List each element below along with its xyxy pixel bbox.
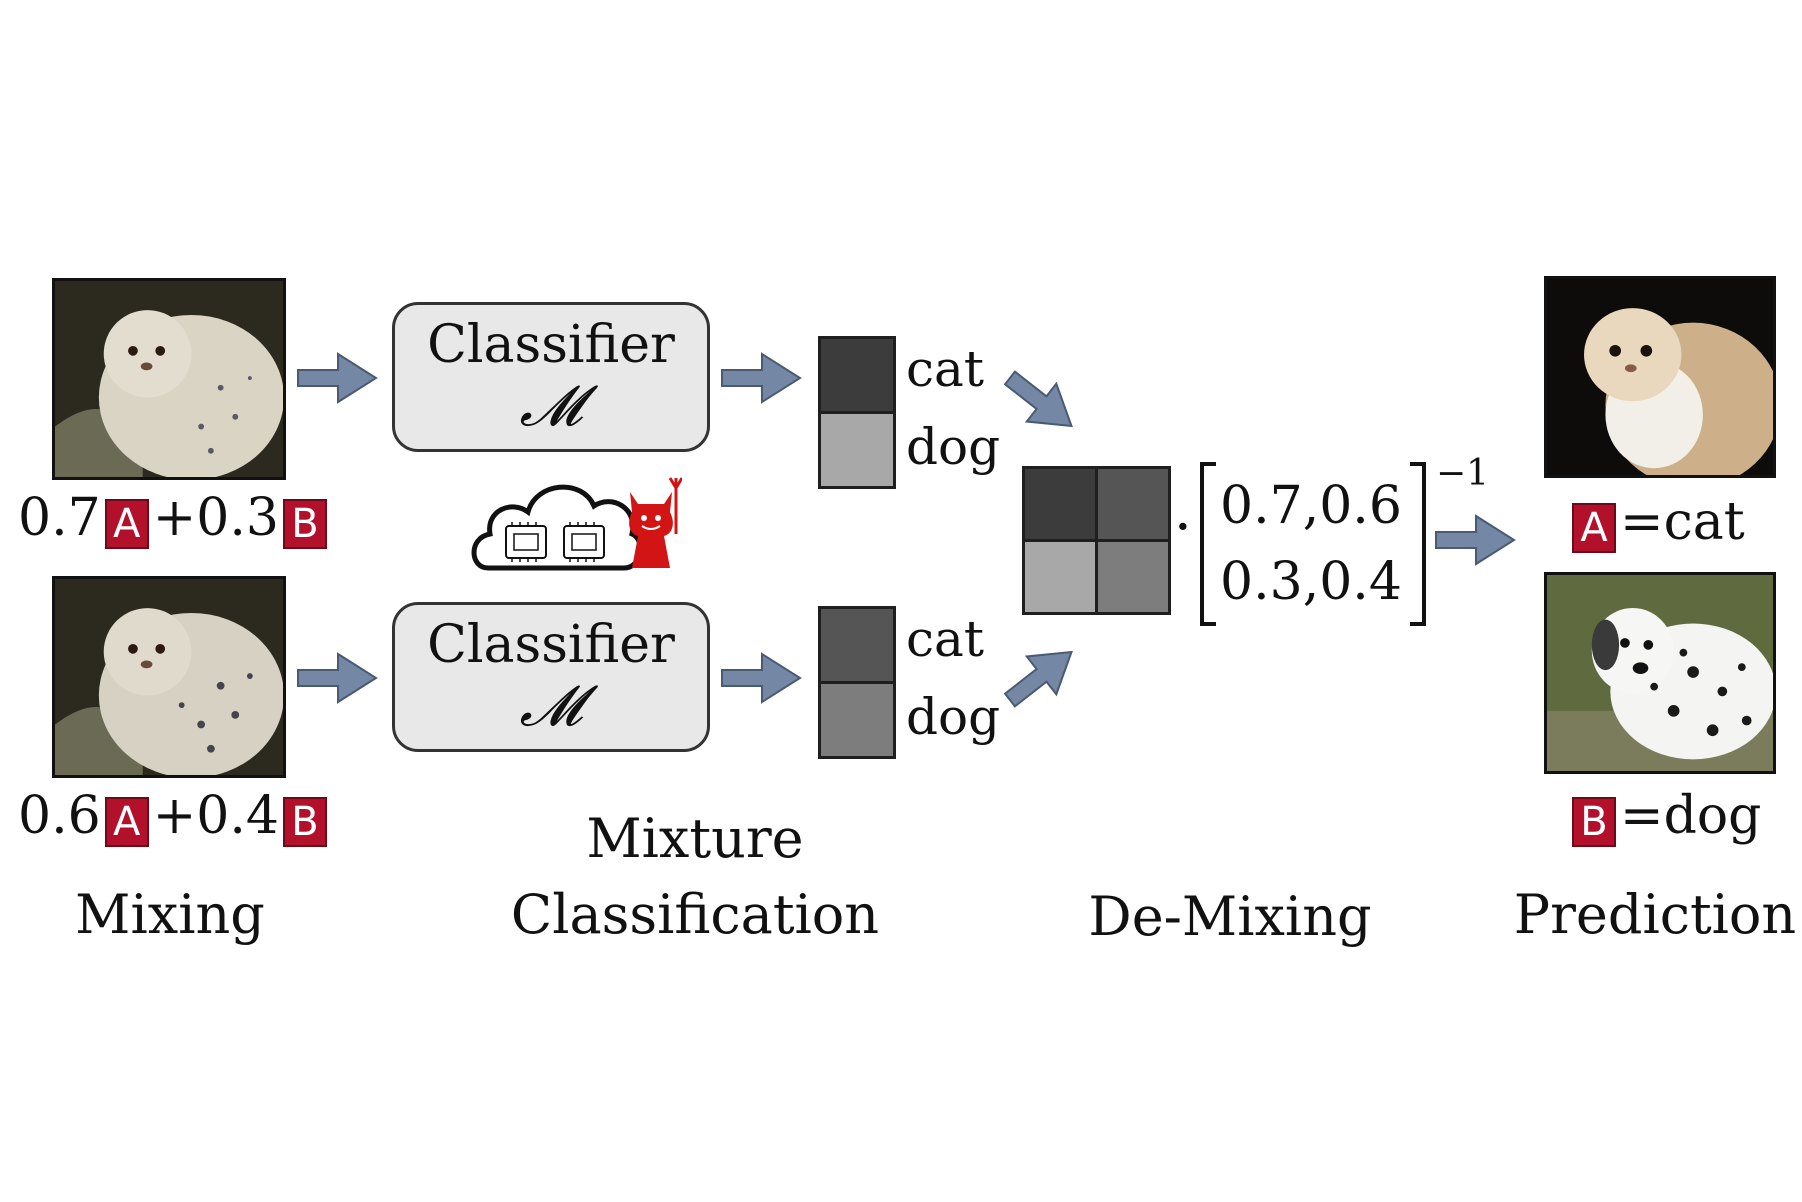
- arrow-mix2-to-clf2: [297, 653, 377, 703]
- arrow-clf2-to-out2: [721, 653, 801, 703]
- mixed-image-1: [52, 278, 286, 480]
- badge-a-1: A: [104, 499, 149, 549]
- output2-cat-cell: [818, 606, 896, 684]
- matrix-row-2: 0.3,0.4: [1220, 552, 1402, 612]
- mixed-image-2: [52, 576, 286, 778]
- badge-a-2: A: [104, 797, 149, 847]
- inverse-exponent: −1: [1436, 453, 1490, 494]
- classifier-symbol-2: 𝓜: [519, 674, 583, 739]
- arrow-clf1-to-out1: [721, 353, 801, 403]
- demix-cell-11: [1022, 466, 1098, 542]
- recovered-image-a: [1544, 276, 1776, 478]
- matrix-row-1: 0.7,0.6: [1220, 476, 1402, 536]
- prediction-text-a: =cat: [1620, 492, 1745, 552]
- classifier-symbol-1: 𝓜: [519, 374, 583, 439]
- demix-cell-12: [1095, 466, 1171, 542]
- arrow-demix-to-pred: [1435, 515, 1515, 565]
- prediction-text-b: =dog: [1620, 786, 1762, 846]
- arrow-out2-to-matrix: [994, 632, 1088, 720]
- recovered-image-b: [1544, 572, 1776, 774]
- classifier-title-1: Classifier: [427, 315, 675, 375]
- demix-cell-22: [1095, 539, 1171, 615]
- output1-class2-label: dog: [906, 418, 1001, 476]
- output2-dog-cell: [818, 681, 896, 759]
- prediction-badge-a: A: [1572, 503, 1616, 553]
- classifier-title-2: Classifier: [427, 615, 675, 675]
- coef-b-2: +0.4: [152, 786, 279, 846]
- stage-label-prediction: Prediction: [1513, 883, 1797, 946]
- badge-b-1: B: [282, 499, 327, 549]
- coef-b-1: +0.3: [152, 488, 279, 548]
- multiply-dot: ·: [1174, 495, 1192, 560]
- devil-icon: [629, 477, 682, 568]
- prediction-badge-b: B: [1572, 797, 1616, 847]
- output2-class2-label: dog: [906, 688, 1001, 746]
- output2-class1-label: cat: [906, 610, 984, 668]
- stage-label-classification: Classification: [510, 883, 880, 946]
- output1-class1-label: cat: [906, 340, 984, 398]
- classifier-box-2: Classifier 𝓜: [392, 602, 710, 752]
- arrow-out1-to-matrix: [994, 358, 1088, 446]
- cloud-gpu-icon: [471, 484, 643, 571]
- output1-dog-cell: [818, 411, 896, 489]
- badge-b-2: B: [282, 797, 327, 847]
- matrix-brackets: [1200, 462, 1426, 626]
- demix-cell-21: [1022, 539, 1098, 615]
- arrow-mix1-to-clf1: [297, 353, 377, 403]
- coef-a-2: 0.6: [18, 786, 101, 846]
- stage-label-mixing: Mixing: [75, 883, 265, 946]
- output1-cat-cell: [818, 336, 896, 414]
- prediction-result-a: A=cat: [1568, 496, 1745, 553]
- stage-label-mixture: Mixture: [586, 807, 804, 870]
- coef-a-1: 0.7: [18, 488, 101, 548]
- stage-label-demixing: De-Mixing: [1088, 885, 1372, 948]
- classifier-box-1: Classifier 𝓜: [392, 302, 710, 452]
- prediction-result-b: B=dog: [1568, 790, 1761, 847]
